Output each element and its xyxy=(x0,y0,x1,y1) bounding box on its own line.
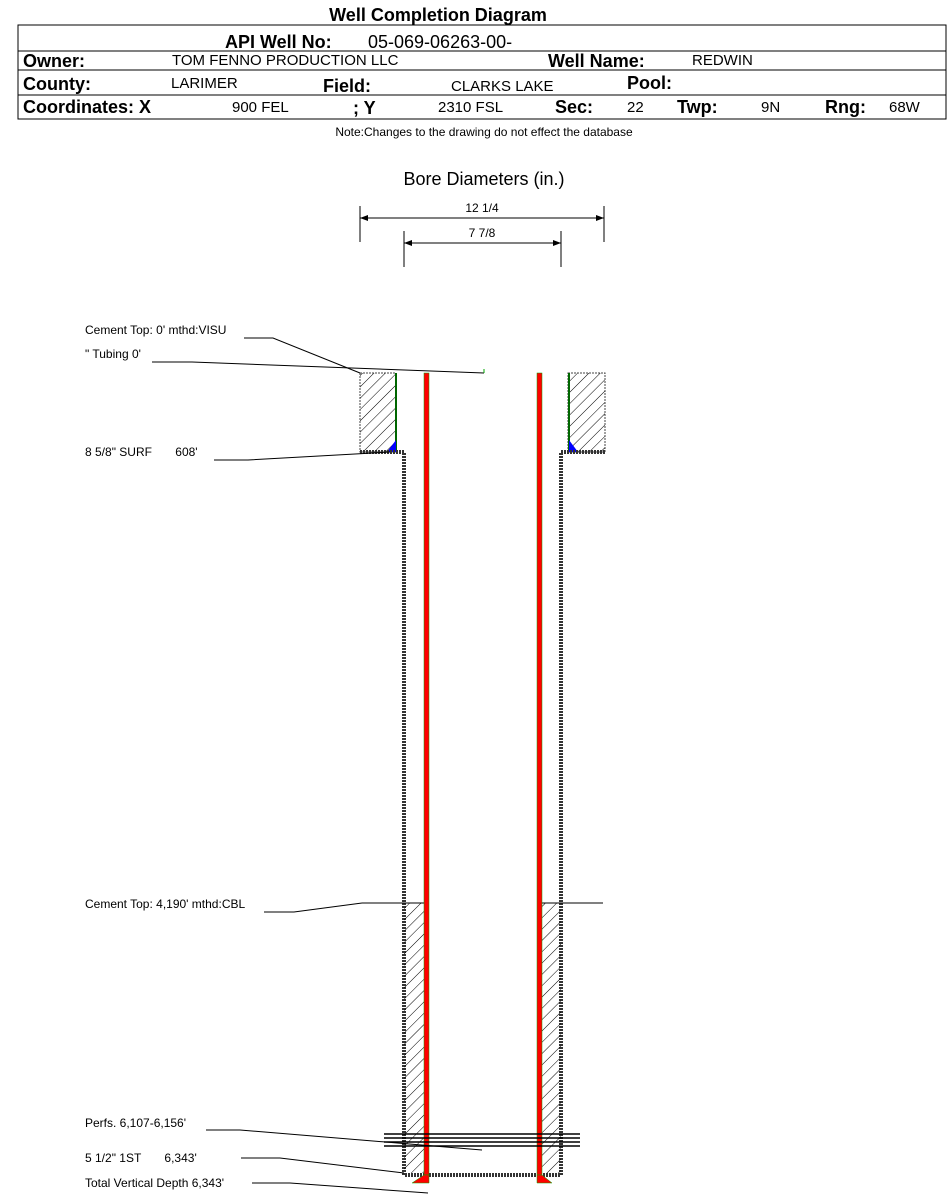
well-name-label: Well Name: xyxy=(548,51,645,71)
label-cement-top-surface: Cement Top: 0' mthd:VISU xyxy=(85,323,226,337)
label-perforations: Perfs. 6,107-6,156' xyxy=(85,1116,186,1130)
pool-label: Pool: xyxy=(627,73,672,93)
label-tubing: " Tubing 0' xyxy=(85,347,141,361)
owner-label: Owner: xyxy=(23,51,85,71)
diagram-title: Well Completion Diagram xyxy=(329,5,547,25)
twp-value: 9N xyxy=(761,99,780,116)
label-surface-casing: 8 5/8" SURF 608' xyxy=(85,445,198,459)
twp-label: Twp: xyxy=(677,97,718,117)
bore-outer: 12 1/4 xyxy=(465,201,499,215)
label-production-casing: 5 1/2" 1ST 6,343' xyxy=(85,1151,197,1165)
surface-cement xyxy=(359,372,606,453)
leader-lines xyxy=(152,337,485,1194)
coord-x-value: 900 FEL xyxy=(232,99,289,116)
field-label: Field: xyxy=(323,76,371,96)
bore-title: Bore Diameters (in.) xyxy=(403,169,564,189)
note: Note:Changes to the drawing do not effec… xyxy=(335,125,633,139)
rng-label: Rng: xyxy=(825,97,866,117)
coord-y-value: 2310 FSL xyxy=(438,99,503,116)
coord-x-label: Coordinates: X xyxy=(23,97,151,117)
label-total-depth: Total Vertical Depth 6,343' xyxy=(85,1176,224,1190)
county-label: County: xyxy=(23,74,91,94)
owner-value: TOM FENNO PRODUCTION LLC xyxy=(172,52,399,69)
rng-value: 68W xyxy=(889,99,921,116)
coord-y-label: ; Y xyxy=(353,98,376,118)
county-value: LARIMER xyxy=(171,75,238,92)
tubing xyxy=(411,372,553,1184)
well-name-value: REDWIN xyxy=(692,52,753,69)
production-casing xyxy=(360,450,605,1177)
perforations xyxy=(384,1133,580,1147)
header-table: API Well No: 05-069-06263-00- Owner: TOM… xyxy=(17,24,947,120)
sec-value: 22 xyxy=(627,99,644,116)
bore-diameters: Bore Diameters (in.) 12 1/4 7 7/8 xyxy=(359,169,605,267)
sec-label: Sec: xyxy=(555,97,593,117)
api-label: API Well No: xyxy=(225,32,332,52)
bore-inner: 7 7/8 xyxy=(469,226,496,240)
annotations: Cement Top: 0' mthd:VISU " Tubing 0' 8 5… xyxy=(85,323,245,1190)
label-cement-top-production: Cement Top: 4,190' mthd:CBL xyxy=(85,897,245,911)
field-value: CLARKS LAKE xyxy=(451,78,554,95)
api-value: 05-069-06263-00- xyxy=(368,32,512,52)
